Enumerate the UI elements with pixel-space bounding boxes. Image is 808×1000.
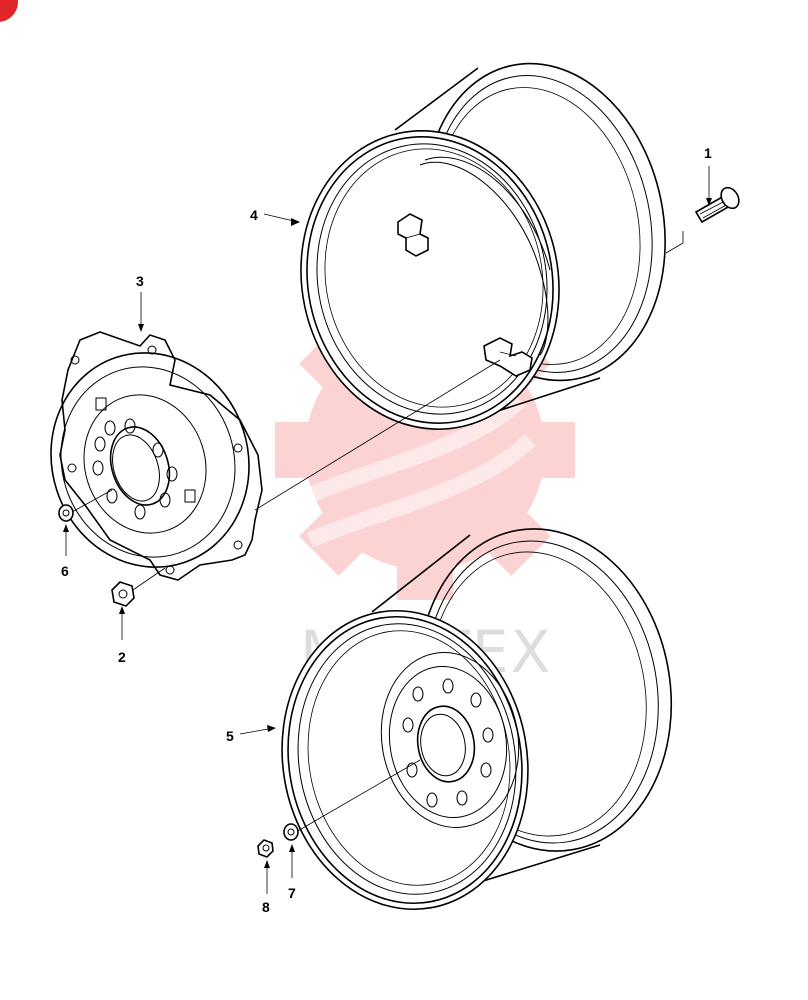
svg-text:1: 1 <box>704 145 712 161</box>
brand-badge-icon <box>0 0 18 22</box>
rim-lug-upper <box>397 213 429 257</box>
wheel-5 <box>281 528 673 911</box>
nut-2 <box>111 581 135 607</box>
assembly-line-nut-6 <box>71 489 113 513</box>
callout-2: 2 <box>118 606 126 665</box>
svg-text:6: 6 <box>61 563 69 579</box>
svg-text:8: 8 <box>262 899 270 915</box>
watermark-swoosh <box>296 394 536 548</box>
svg-text:4: 4 <box>250 207 258 223</box>
callout-8: 8 <box>262 860 270 915</box>
center-disc-3 <box>50 331 263 581</box>
callout-5: 5 <box>226 725 276 744</box>
svg-text:5: 5 <box>226 728 234 744</box>
nut-8 <box>257 839 274 858</box>
assembly-line-disc-rim <box>254 359 501 511</box>
assembly-line-wheel-nuts <box>295 759 421 833</box>
bolt-1 <box>665 186 740 254</box>
rim-lug-lower <box>483 337 533 377</box>
assembly-line-nut-2 <box>129 567 166 593</box>
callout-6: 6 <box>61 524 69 579</box>
nut-7 <box>283 823 299 841</box>
svg-text:3: 3 <box>136 273 144 289</box>
callout-1: 1 <box>704 145 712 206</box>
callout-7: 7 <box>288 844 296 901</box>
nut-6 <box>58 504 74 522</box>
svg-text:7: 7 <box>288 885 296 901</box>
rim-4 <box>300 62 666 430</box>
svg-text:2: 2 <box>118 649 126 665</box>
callout-4: 4 <box>250 207 300 226</box>
callout-3: 3 <box>136 273 144 332</box>
